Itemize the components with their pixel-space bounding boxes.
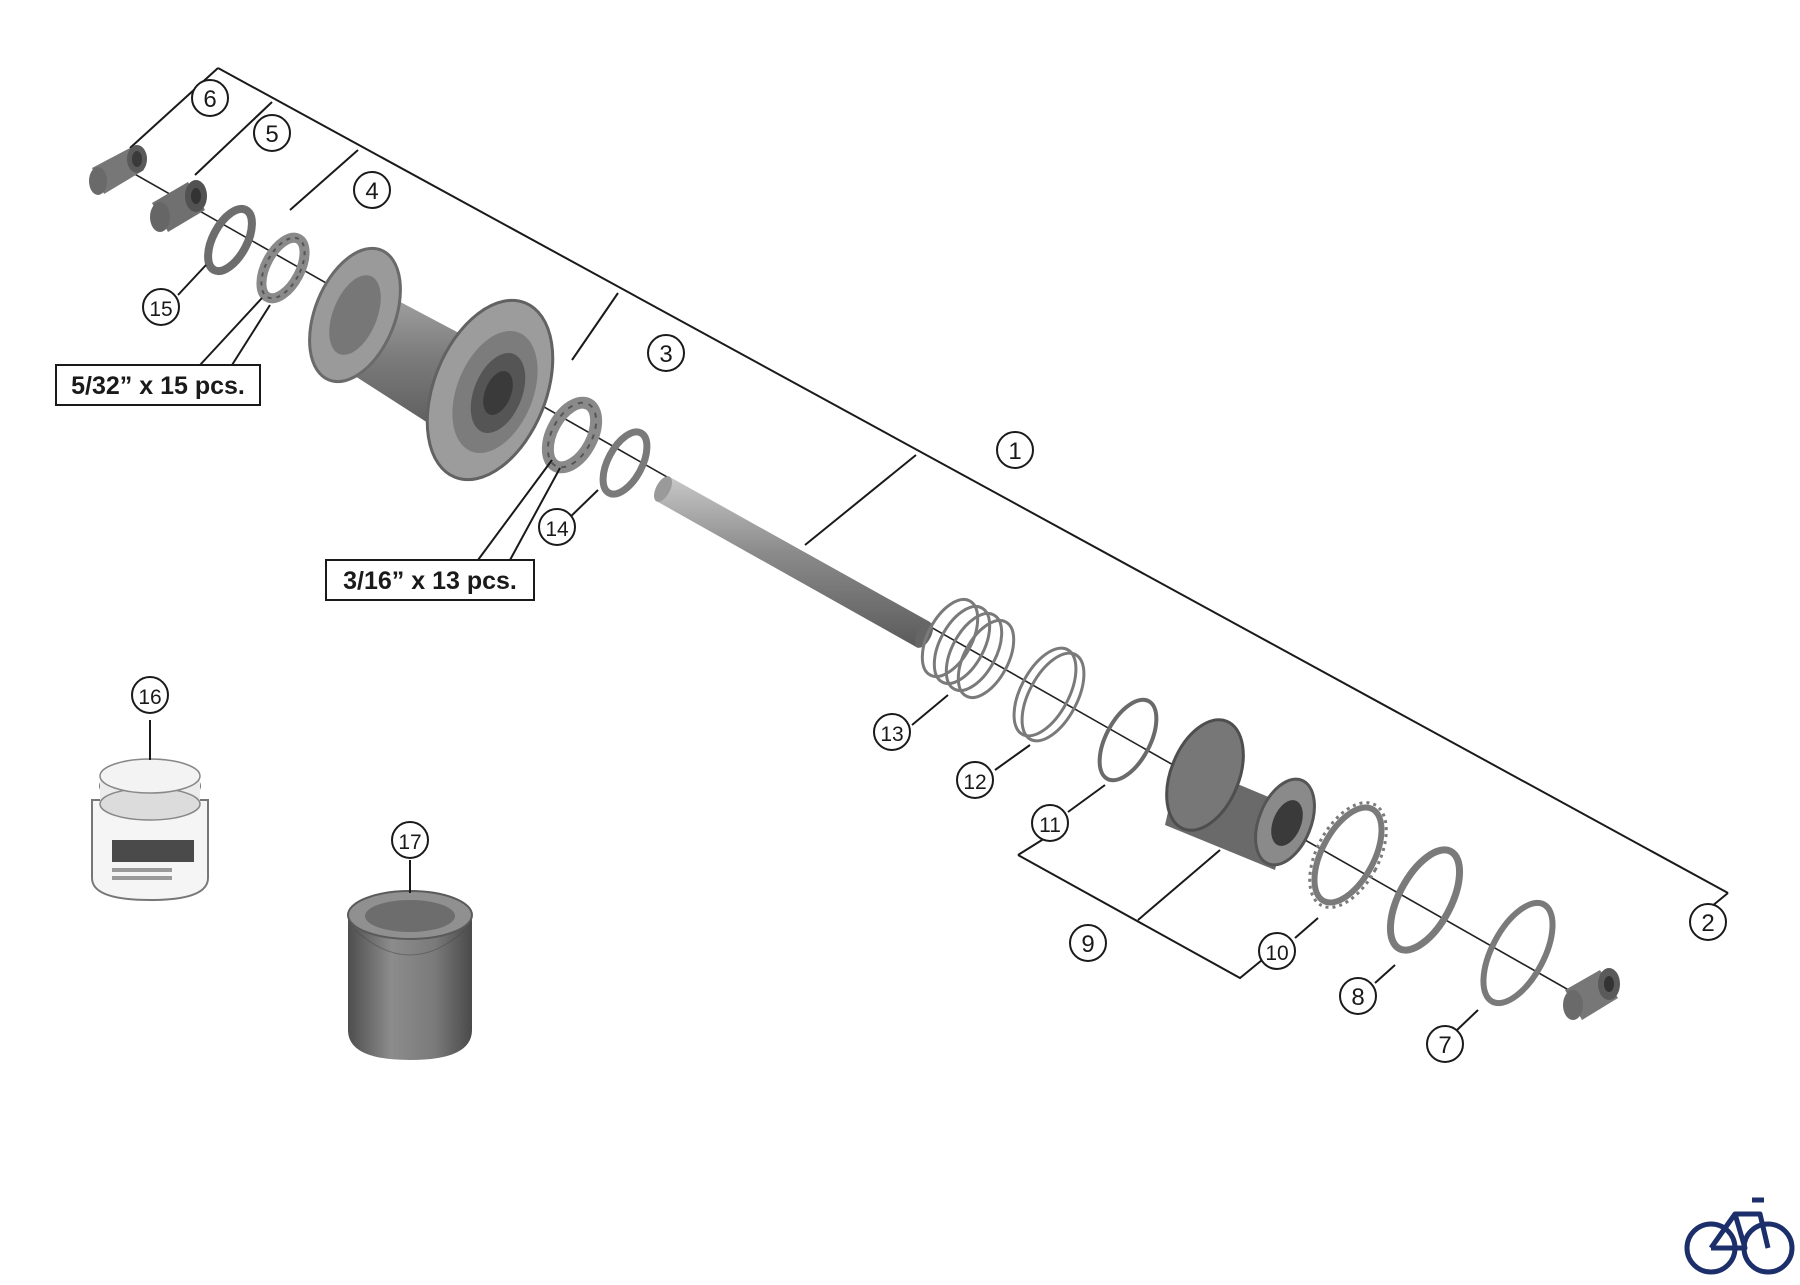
svg-text:7: 7 [1438, 1032, 1451, 1059]
part-13-spring [920, 598, 1016, 699]
svg-text:16: 16 [138, 686, 161, 709]
part-3-ball-retainer [541, 396, 603, 474]
part-2-end-cap [1563, 968, 1620, 1020]
callout-12: 12 [956, 761, 994, 799]
callout-16: 16 [131, 676, 169, 714]
part-8-washer [1386, 846, 1464, 954]
leader-small-balls [199, 297, 271, 366]
bracket-lines [129, 67, 1729, 980]
svg-text:15: 15 [149, 298, 172, 321]
part-11-snap-ring [1097, 697, 1159, 783]
svg-text:14: 14 [545, 518, 569, 541]
large-balls-qty-text: 3/16” x 13 pcs. [343, 567, 517, 595]
leader-large-balls [477, 459, 561, 561]
svg-text:4: 4 [365, 178, 378, 205]
callout-11: 11 [1031, 804, 1069, 842]
callout-4: 4 [353, 171, 391, 209]
callout-14: 14 [538, 508, 576, 546]
hub-shell [308, 246, 555, 482]
callout-2: 2 [1689, 903, 1727, 941]
callout-13: 13 [873, 713, 911, 751]
part-1-axle [653, 476, 934, 648]
callout-5: 5 [253, 114, 291, 152]
callout-17: 17 [391, 821, 429, 859]
part-17-sleeve [347, 890, 473, 1060]
part-10-ratchet-ring [1308, 801, 1388, 909]
bicycle-icon [1684, 1197, 1795, 1275]
callout-9: 9 [1069, 924, 1107, 962]
callout-8: 8 [1339, 977, 1377, 1015]
svg-text:10: 10 [1265, 942, 1288, 965]
callout-3: 3 [647, 334, 685, 372]
large-balls-qty-label: 3/16” x 13 pcs. [325, 559, 535, 601]
part-12-spring-ring [1012, 646, 1086, 743]
svg-text:1: 1 [1008, 438, 1021, 465]
part-15-washer [204, 204, 256, 276]
svg-text:17: 17 [398, 831, 421, 854]
callout-15: 15 [142, 288, 180, 326]
svg-text:12: 12 [963, 771, 986, 794]
part-14-washer [599, 428, 651, 498]
svg-text:8: 8 [1351, 984, 1364, 1011]
svg-text:9: 9 [1081, 931, 1094, 958]
part-9-freehub-body [1165, 718, 1316, 870]
callout-6: 6 [191, 79, 229, 117]
svg-text:6: 6 [203, 86, 216, 113]
svg-text:2: 2 [1701, 910, 1714, 937]
svg-text:5: 5 [265, 121, 278, 148]
part-5-lock-nut [150, 180, 207, 232]
svg-text:3: 3 [659, 341, 672, 368]
callout-10: 10 [1258, 932, 1296, 970]
small-balls-qty-label: 5/32” x 15 pcs. [55, 364, 261, 406]
part-6-end-cap [89, 145, 147, 195]
part-4-ball-retainer [256, 232, 310, 304]
part-16-grease-jar [91, 758, 209, 902]
svg-text:13: 13 [880, 723, 903, 746]
callout-1: 1 [996, 431, 1034, 469]
part-7-washer [1480, 899, 1556, 1007]
small-balls-qty-text: 5/32” x 15 pcs. [71, 372, 245, 400]
callout-7: 7 [1426, 1025, 1464, 1063]
svg-text:11: 11 [1039, 814, 1061, 837]
